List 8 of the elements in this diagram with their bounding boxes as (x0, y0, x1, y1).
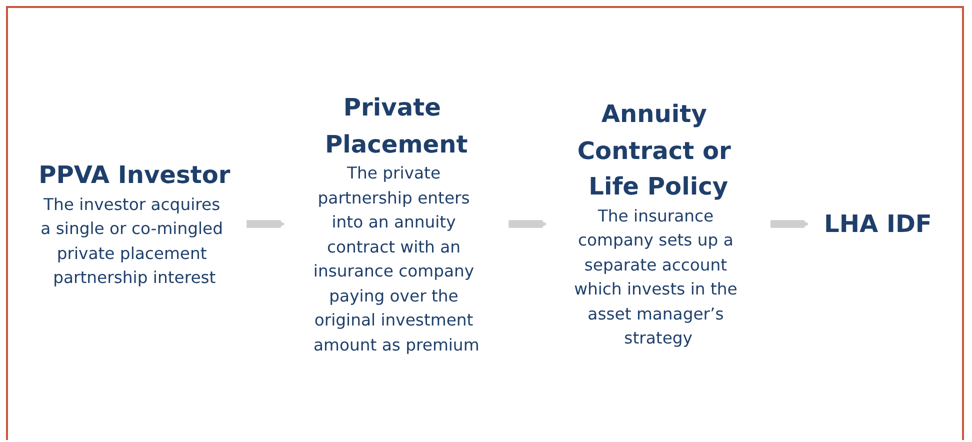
frame-border: PPVA Investor The investor acquires a single or co-mingled private placement partnership interest Private Placement The private partnership enters into an annuity contract with an insurance company paying over the original investment amount as premium Annuity Contract or Life Policy The insurance company sets up a separate account which invests in the asset manager’s strategy LHA IDF (6, 6, 964, 440)
arrow (507, 220, 547, 228)
arrow (769, 220, 809, 228)
node-text: Annuity Contract or Life Policy The insurance company sets up a separate account which invests in the asset manager’s strategy (574, 100, 738, 348)
node-text: Private Placement The private partnership enters into an annuity contract with an insurance company paying over the original investment amount as premium (313, 94, 480, 355)
node-text: PPVA Investor The investor acquires a single or co-mingled private placement partnership interest (38, 160, 230, 288)
arrow (246, 220, 286, 228)
node-text: LHA IDF (824, 210, 932, 238)
